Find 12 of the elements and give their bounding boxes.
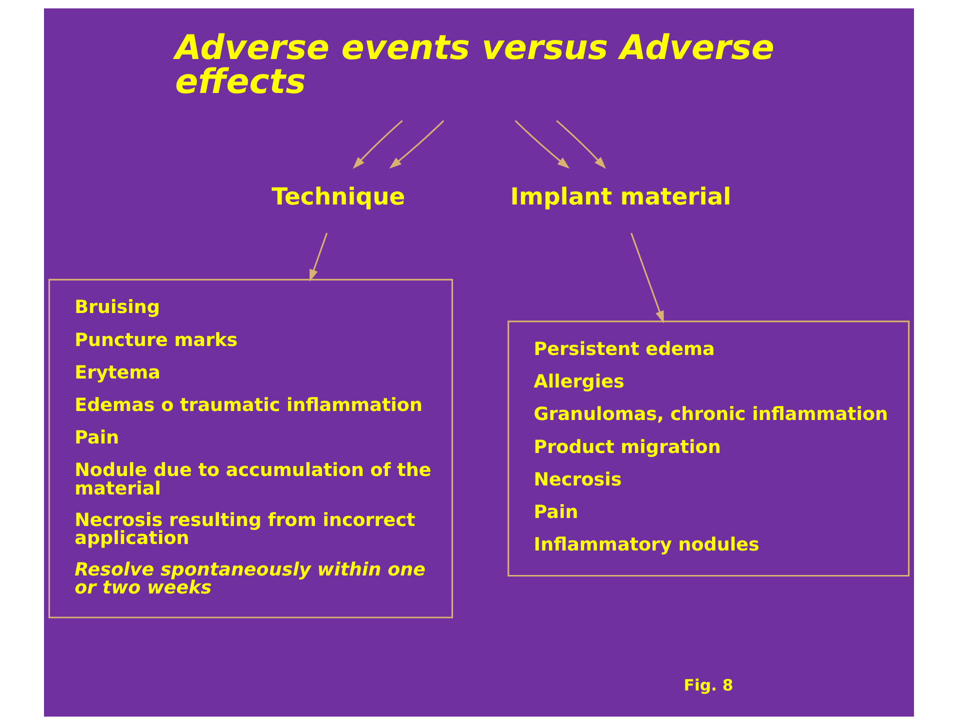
arrow [514,120,570,169]
arrow [309,232,328,282]
node-text: Technique [271,182,405,211]
node-box: Bruising Puncture marks Erytema Edemas o traumatic inflammation Pain Nodule due to accumulation of the material Necrosis resulting from incorrect application Resolve spontaneously within one or two weeks [48,278,453,618]
label: Fig. 8 [683,676,733,695]
node-text: Adverse events versus Adverse effects [174,28,774,101]
arrow [556,120,606,169]
node-text: Implant material [510,182,731,211]
node-box: Persistent edema Allergies Granulomas, chronic inflammation Product migration Necrosis Pain Inflammatory nodules [507,320,910,577]
arrow [352,120,402,169]
arrow [388,120,444,169]
arrow [630,232,664,324]
